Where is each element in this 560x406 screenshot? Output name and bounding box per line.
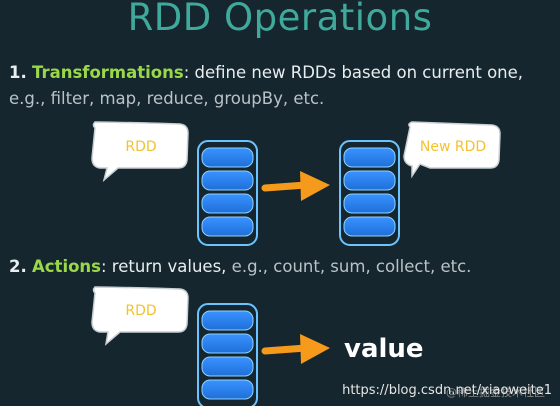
rdd-partition-stack-2 xyxy=(197,303,258,406)
partition-block xyxy=(201,333,254,354)
partition-block xyxy=(201,310,254,331)
actions-number: 2. xyxy=(9,257,27,276)
actions-examples: e.g., count, sum, collect, etc. xyxy=(226,257,472,276)
partition-block xyxy=(201,216,254,237)
partition-block xyxy=(343,193,396,214)
action-result-value: value xyxy=(344,334,424,364)
watermark-url: https://blog.csdn.net/xiaoweite1 xyxy=(342,383,552,398)
new-rdd-bubble-label: New RDD xyxy=(420,139,486,155)
rdd-speech-bubble-1: RDD xyxy=(91,121,189,183)
new-rdd-speech-bubble: New RDD xyxy=(403,121,501,179)
rdd-bubble-label-1: RDD xyxy=(125,139,156,155)
actions-keyword: Actions xyxy=(32,257,101,276)
partition-block xyxy=(201,379,254,400)
rdd-bubble-label-2: RDD xyxy=(125,303,156,319)
transformations-examples: e.g., filter, map, reduce, groupBy, etc. xyxy=(9,89,325,108)
partition-block xyxy=(201,356,254,377)
partition-block xyxy=(343,216,396,237)
partition-block xyxy=(201,170,254,191)
new-rdd-partition-stack xyxy=(339,140,400,246)
rdd-partition-stack-1 xyxy=(197,140,258,246)
transformation-arrow-icon xyxy=(261,171,330,201)
page-title: RDD Operations xyxy=(127,0,433,39)
partition-block xyxy=(201,193,254,214)
action-arrow-icon xyxy=(261,334,330,364)
rdd-speech-bubble-2: RDD xyxy=(91,286,189,346)
transformations-description: define new RDDs based on current one, xyxy=(189,63,524,82)
transformations-keyword: Transformations xyxy=(32,63,184,82)
partition-block xyxy=(343,147,396,168)
partition-block xyxy=(201,147,254,168)
actions-colon: : xyxy=(101,257,107,276)
transformations-line: 1. Transformations: define new RDDs base… xyxy=(9,63,523,82)
faint-watermark: @稀土掘金技术社区 xyxy=(446,386,545,399)
actions-description: return values, xyxy=(106,257,227,276)
partition-block xyxy=(343,170,396,191)
transformations-number: 1. xyxy=(9,63,27,82)
transformations-colon: : xyxy=(183,63,190,82)
actions-line: 2. Actions: return values, e.g., count, … xyxy=(9,257,471,276)
